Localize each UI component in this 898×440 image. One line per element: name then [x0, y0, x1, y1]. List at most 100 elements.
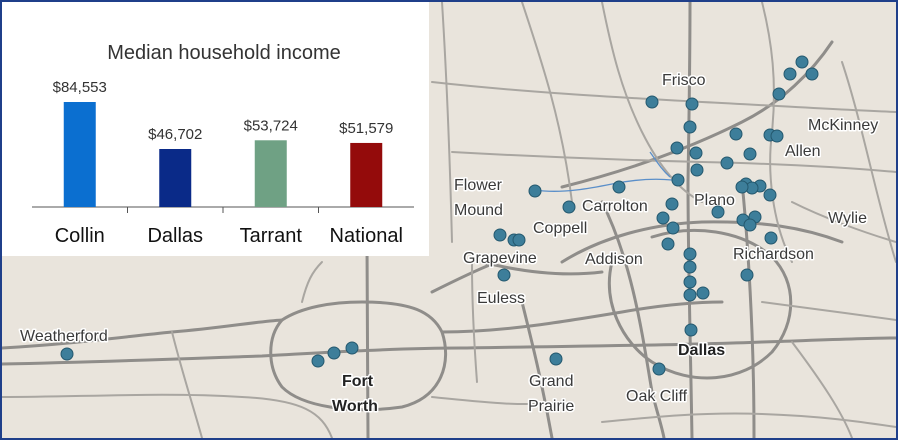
location-pin	[549, 352, 563, 366]
city-label: Wylie	[828, 210, 867, 227]
bar-value-label: $51,579	[339, 120, 393, 137]
location-pin	[670, 141, 684, 155]
location-pin	[743, 147, 757, 161]
location-pin	[661, 237, 675, 251]
location-pin	[683, 275, 697, 289]
location-pin	[652, 362, 666, 376]
city-label: Mound	[454, 202, 503, 219]
road	[2, 318, 284, 350]
location-pin	[656, 211, 670, 225]
location-pin	[696, 286, 710, 300]
city-label: Frisco	[662, 72, 706, 89]
location-pin	[683, 288, 697, 302]
location-pin	[665, 197, 679, 211]
road	[600, 200, 666, 438]
road	[761, 301, 896, 321]
location-pin	[666, 221, 680, 235]
location-pin	[612, 180, 626, 194]
location-pin	[764, 231, 778, 245]
road	[471, 263, 478, 383]
road	[520, 300, 554, 438]
location-pin	[783, 67, 797, 81]
location-pin	[795, 55, 809, 69]
location-pin	[562, 200, 576, 214]
road	[431, 396, 563, 406]
location-pin	[528, 184, 542, 198]
location-pin	[512, 233, 526, 247]
road	[441, 2, 453, 243]
road	[2, 336, 896, 366]
city-label: Oak Cliff	[626, 388, 688, 405]
city-label: Prairie	[528, 398, 574, 415]
city-label: Addison	[585, 251, 643, 268]
location-pin	[645, 95, 659, 109]
city-label: Richardson	[733, 246, 814, 263]
city-labels: Frisco McKinney Allen Plano Flower Mound…	[19, 71, 880, 417]
location-pin	[720, 156, 734, 170]
category-label: National	[330, 225, 403, 247]
road	[480, 260, 604, 276]
bar-collin	[63, 102, 96, 207]
city-label: Worth	[332, 398, 378, 415]
bar-value-label: $84,553	[53, 79, 107, 96]
city-label: Fort	[342, 373, 374, 390]
location-pin	[772, 87, 786, 101]
road	[171, 331, 203, 438]
road	[841, 61, 896, 263]
creek	[649, 151, 671, 178]
road	[521, 2, 573, 203]
road	[365, 240, 370, 438]
bar-value-label: $46,702	[148, 126, 202, 143]
location-pin	[763, 188, 777, 202]
city-label: Grand	[529, 373, 573, 390]
city-label: Flower	[454, 177, 503, 194]
city-label: Coppell	[533, 220, 587, 237]
city-label: Grapevine	[463, 250, 537, 267]
road	[451, 151, 896, 173]
city-label: Dallas	[678, 342, 725, 359]
category-label: Dallas	[147, 225, 203, 247]
location-pin	[683, 260, 697, 274]
road	[560, 220, 844, 264]
location-pin	[683, 120, 697, 134]
road	[2, 393, 333, 438]
location-pin	[689, 146, 703, 160]
bar-dallas	[159, 149, 192, 207]
category-label: Collin	[55, 225, 105, 247]
city-label: Euless	[477, 290, 525, 307]
chart-title: Median household income	[107, 42, 341, 64]
bar-value-label: $53,724	[244, 117, 298, 134]
location-pin	[497, 268, 511, 282]
city-label: Weatherford	[20, 328, 108, 345]
location-pin	[690, 163, 704, 177]
location-pin	[743, 218, 757, 232]
city-label: McKinney	[808, 117, 878, 134]
location-pin	[345, 341, 359, 355]
location-pin	[729, 127, 743, 141]
road	[301, 261, 323, 303]
location-pin	[684, 323, 698, 337]
location-pin	[770, 129, 784, 143]
bar-national	[350, 142, 383, 207]
location-pin	[60, 347, 74, 361]
city-label: Plano	[694, 192, 735, 209]
road	[686, 2, 694, 438]
location-pin	[311, 354, 325, 368]
location-pin	[683, 247, 697, 261]
location-pin	[493, 228, 507, 242]
road	[791, 201, 896, 243]
lake	[534, 178, 673, 192]
city-label: Allen	[785, 143, 821, 160]
bars: $84,553Collin$46,702Dallas$53,724Tarrant…	[53, 79, 403, 247]
road	[601, 2, 703, 203]
location-pin	[685, 97, 699, 111]
location-pin	[671, 173, 685, 187]
location-pin	[805, 67, 819, 81]
road	[791, 341, 853, 438]
bar-tarrant	[254, 140, 287, 207]
road	[430, 262, 494, 294]
